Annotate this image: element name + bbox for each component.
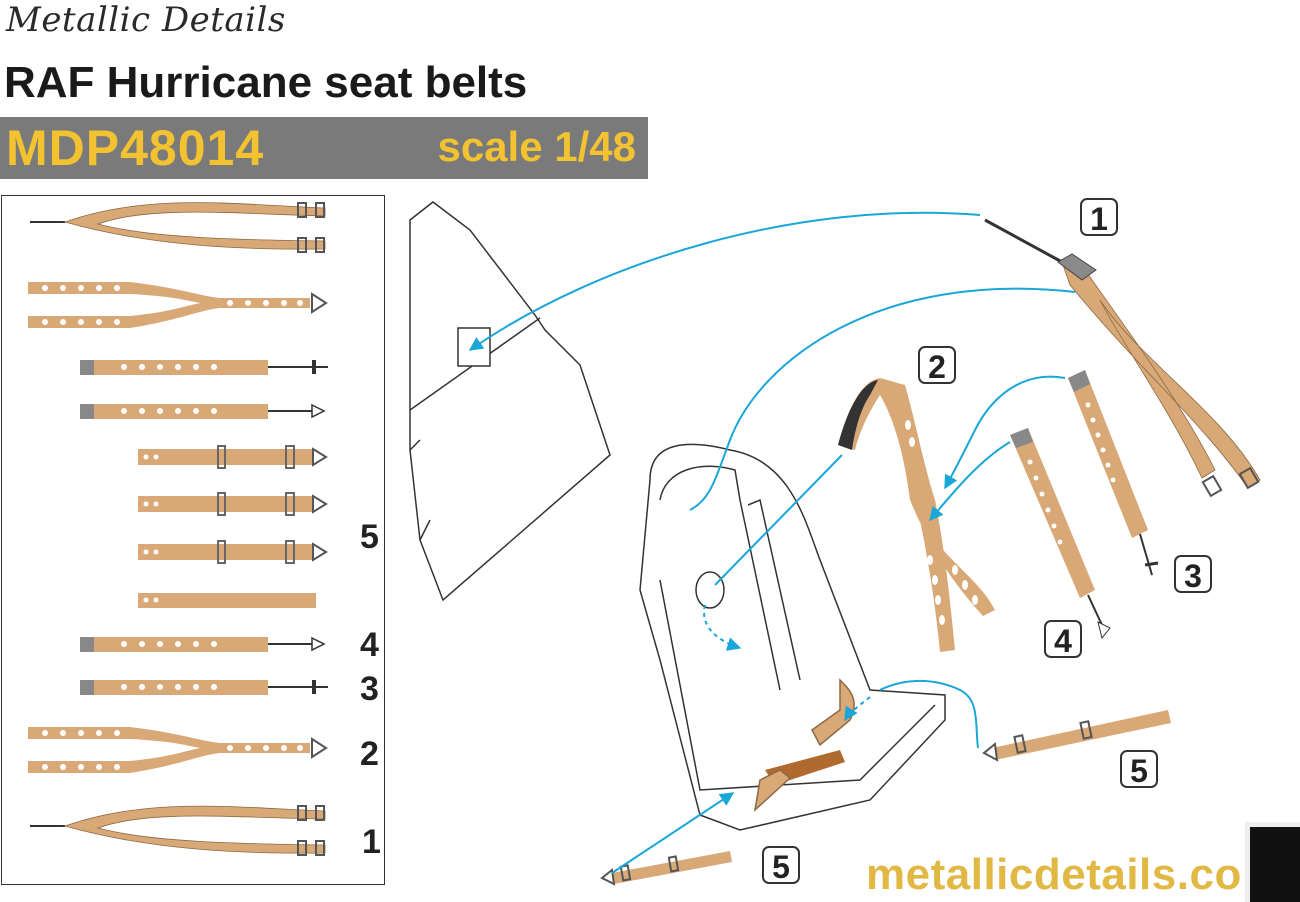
callout-3: 3 — [1174, 555, 1212, 594]
part-buckle-straps-5 — [138, 445, 328, 608]
product-code: MDP48014 — [6, 120, 265, 176]
website-label: metallicdetails.co — [866, 850, 1242, 899]
callout-2: 2 — [918, 346, 956, 385]
side-label-4: 4 — [360, 626, 379, 664]
part-lap-y-2 — [28, 727, 328, 773]
pilot-seat — [639, 443, 946, 831]
harness-3 — [1068, 370, 1159, 576]
part-strap-b — [80, 403, 326, 419]
side-label-3: 3 — [360, 670, 379, 708]
side-label-5: 5 — [360, 518, 379, 556]
part-shoulder-harness-1 — [30, 805, 326, 856]
part-strap-3 — [80, 680, 328, 695]
armour-plate — [409, 201, 611, 602]
side-label-1: 1 — [362, 823, 381, 861]
part-strap-4 — [80, 636, 326, 652]
part-strap-a — [80, 360, 328, 375]
corner-thumbnail — [1245, 822, 1300, 902]
parts-panel — [1, 195, 385, 885]
harness-5-right — [982, 710, 1171, 762]
callout-5-right: 5 — [1120, 750, 1158, 789]
brand-logo: Metallic Details — [6, 0, 286, 40]
assembly-arrows — [468, 211, 1076, 874]
part-lap-y-top — [28, 282, 328, 328]
callout-4: 4 — [1044, 620, 1082, 659]
code-bar: MDP48014 scale 1/48 — [0, 117, 648, 179]
harness-4 — [1010, 428, 1111, 640]
harness-1 — [984, 218, 1261, 498]
harness-2 — [838, 378, 995, 652]
side-label-2: 2 — [360, 735, 379, 773]
callout-1: 1 — [1080, 198, 1118, 237]
callout-5-bottom: 5 — [762, 846, 800, 885]
product-title: RAF Hurricane seat belts — [4, 58, 528, 107]
part-shoulder-harness-top — [30, 202, 326, 253]
scale-label: scale 1/48 — [437, 123, 636, 170]
